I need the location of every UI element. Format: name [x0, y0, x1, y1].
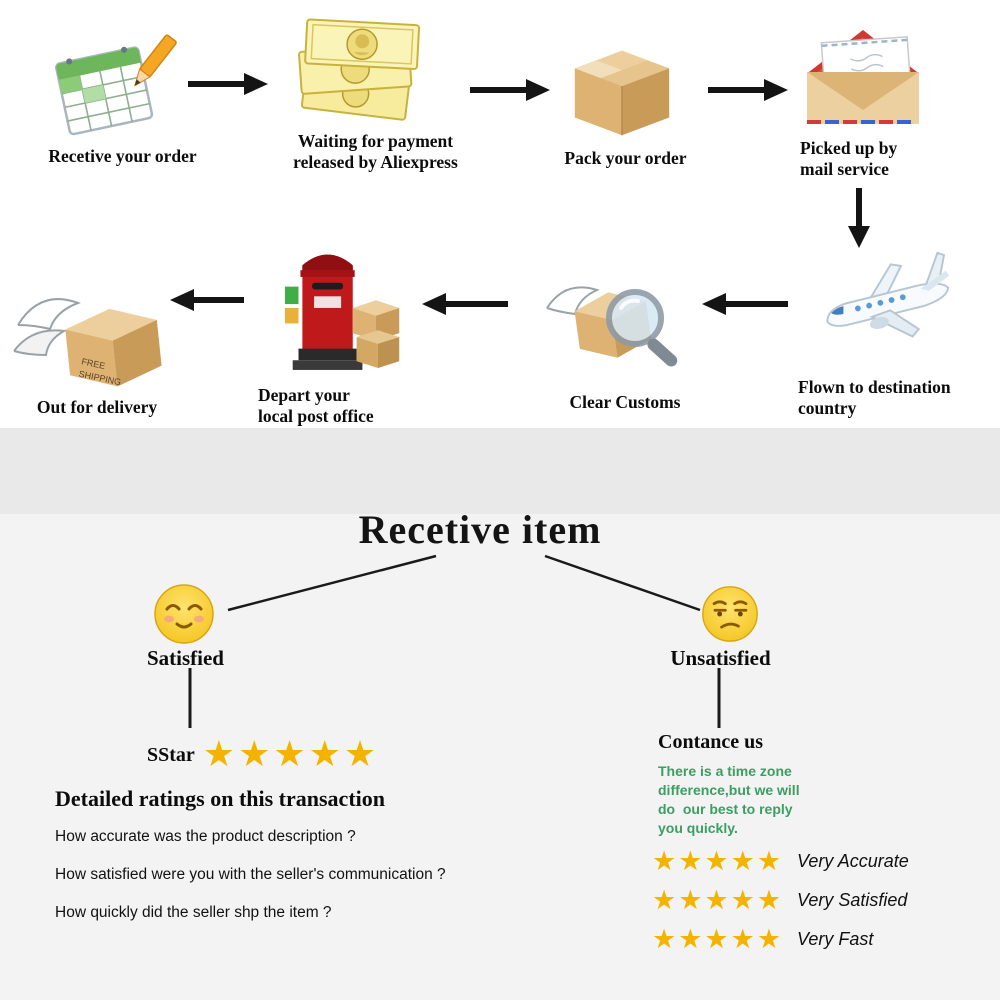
step-label-receive-order: Recetive your order [48, 146, 197, 166]
step-label-waiting-payment: Waiting for payment released by Aliexpre… [293, 131, 458, 172]
parcel-stamp-line1: FREE [81, 356, 107, 371]
customs-inspection-icon [546, 286, 678, 367]
mail-envelope-icon [807, 30, 919, 124]
order-notepad-icon [55, 34, 177, 136]
airplane-icon [826, 251, 950, 338]
rating-row: ★★★★★ Very Satisfied [652, 884, 907, 916]
rating-question-accuracy: How accurate was the product description… [55, 828, 356, 845]
package-box-icon [574, 50, 670, 136]
step-label-picked-up: Picked up by mail service [800, 138, 898, 179]
rating-row-label: Very Fast [797, 928, 874, 949]
arrow-left-icon [702, 293, 788, 315]
unsatisfied-emoji-icon [702, 586, 758, 642]
arrow-left-icon [170, 289, 244, 311]
arrow-right-icon [708, 79, 788, 101]
rating-question-speed: How quickly did the seller shp the item … [55, 904, 332, 921]
arrow-right-icon [470, 79, 550, 101]
rating-row: ★★★★★ Very Accurate [652, 845, 909, 877]
arrow-right-icon [188, 73, 268, 95]
payment-money-icon [298, 18, 421, 121]
post-office-box-icon [284, 254, 400, 370]
five-stars-icon: ★★★★★ [202, 734, 380, 775]
receive-item-title: Recetive item [358, 507, 602, 552]
unsatisfied-label: Unsatisfied [670, 646, 771, 670]
satisfied-emoji-icon [154, 584, 214, 644]
detailed-ratings-title: Detailed ratings on this transaction [55, 786, 385, 811]
rating-row-label: Very Accurate [797, 850, 909, 871]
step-label-pack-order: Pack your order [564, 148, 687, 168]
step-label-depart-post-office: Depart your local post office [258, 385, 374, 426]
winged-parcel-icon: FREE SHIPPING [13, 298, 162, 387]
step-label-clear-customs: Clear Customs [569, 392, 681, 412]
timezone-note: There is a time zone difference,but we w… [658, 763, 800, 836]
five-stars-icon: ★★★★★ [652, 923, 784, 955]
five-stars-icon: ★★★★★ [652, 845, 784, 877]
sstar-caption: SStar [147, 743, 195, 766]
satisfied-label: Satisfied [146, 646, 224, 670]
five-stars-icon: ★★★★★ [652, 884, 784, 916]
sstar-rating: SStar ★★★★★ [147, 733, 379, 777]
rating-question-communication: How satisfied were you with the seller's… [55, 866, 446, 883]
rating-row-label: Very Satisfied [797, 889, 908, 910]
step-label-out-for-delivery: Out for delivery [36, 397, 158, 417]
arrow-down-icon [848, 188, 870, 248]
contact-us-title: Contance us [658, 731, 764, 753]
gray-band [0, 428, 1000, 514]
arrow-left-icon [422, 293, 508, 315]
step-label-flown-destination: Flown to destination country [798, 377, 951, 418]
connector-lines [188, 554, 721, 728]
rating-row: ★★★★★ Very Fast [652, 923, 873, 955]
